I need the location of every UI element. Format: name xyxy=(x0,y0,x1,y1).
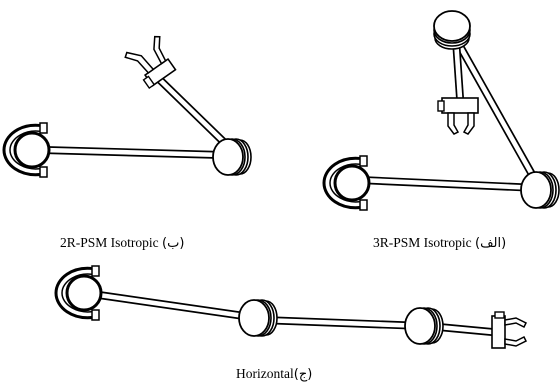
panel-a-gripper xyxy=(437,97,479,135)
panel-c-base xyxy=(54,264,103,322)
caption-a-text: 3R-PSM Isotropic xyxy=(373,235,472,250)
caption-c-label: (ج) xyxy=(293,367,313,382)
panel-c-joint-2 xyxy=(404,307,444,345)
caption-panel-b: 2R-PSM Isotropic (ب) xyxy=(60,235,184,252)
caption-b-text: 2R-PSM Isotropic xyxy=(60,235,159,250)
panel-c-diagram xyxy=(54,264,528,349)
caption-panel-c: Horizontal(ج) xyxy=(236,366,312,383)
panel-a-joint-bottom xyxy=(520,171,560,209)
panel-b-joint xyxy=(212,138,252,176)
caption-a-label: (الف) xyxy=(475,236,507,251)
panel-a-joint-top xyxy=(433,10,471,50)
panel-b-gripper xyxy=(124,35,177,90)
panel-b-base xyxy=(2,121,51,179)
panel-c-gripper xyxy=(491,311,528,349)
caption-b-label: (ب) xyxy=(162,236,185,251)
panel-a-diagram xyxy=(322,10,560,212)
panel-c-joint-1 xyxy=(238,299,278,337)
panel-a-base xyxy=(322,154,371,212)
caption-panel-a: 3R-PSM Isotropic (الف) xyxy=(373,235,506,252)
caption-c-text: Horizontal xyxy=(236,366,294,381)
panel-b-diagram xyxy=(2,35,252,179)
